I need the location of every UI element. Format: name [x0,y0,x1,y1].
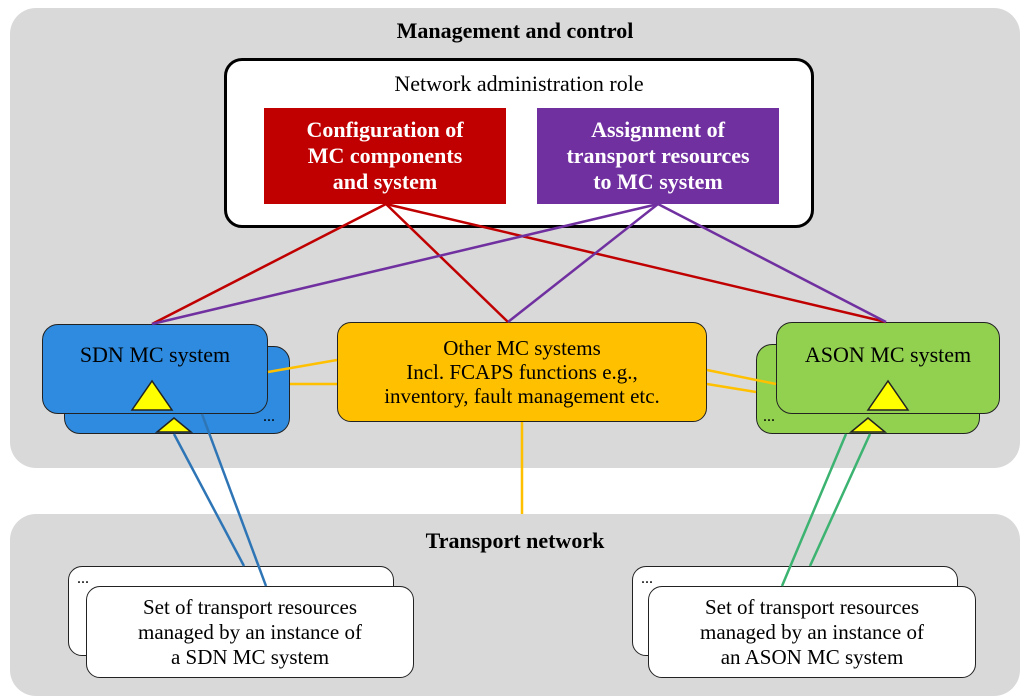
assign-to-sdn-line [151,202,659,326]
ason-resources [648,586,976,678]
ason-resources-ellipsis: ... [641,570,653,587]
sdn-resources-label: Set of transport resources managed by an… [138,594,362,669]
sdn-to-resources-line-2 [200,413,268,587]
config-to-sdn-line [151,202,387,326]
assignment-box: Assignment of transport resources to MC … [537,108,779,204]
sdn-resources-ellipsis: ... [77,570,89,587]
ason-to-resources-line-1 [780,433,848,587]
ason-back-triangle [848,417,888,433]
ason-triangle [866,379,910,411]
sdn-mc-system-label: SDN MC system [79,342,231,367]
sdn-resources [86,586,414,678]
config-to-other-line [385,203,509,323]
ason-mc-system-label: ASON MC system [804,342,972,367]
ason-ellipsis: ... [763,408,775,425]
ason-resources-label: Set of transport resources managed by an… [700,594,924,669]
ason-to-resources-line-2 [808,433,872,567]
sdn-triangle [130,379,174,411]
assign-to-ason-line [657,202,887,324]
other-to-sdn-line-1 [267,358,338,374]
network-administration-title: Network administration role [394,71,644,96]
configuration-box: Configuration of MC components and syste… [264,108,506,204]
other-to-ason-line-1 [706,368,777,386]
management-title: Management and control [396,18,634,43]
sdn-back-triangle [154,417,194,433]
config-to-ason-line [385,202,887,324]
other-mc-systems: Other MC systems Incl. FCAPS functions e… [337,322,707,422]
other-to-ason-line-2 [706,382,757,394]
sdn-to-resources-line-1 [172,433,246,567]
transport-title: Transport network [425,528,605,553]
assign-to-other-line [507,203,659,323]
sdn-ellipsis: ... [263,408,275,425]
